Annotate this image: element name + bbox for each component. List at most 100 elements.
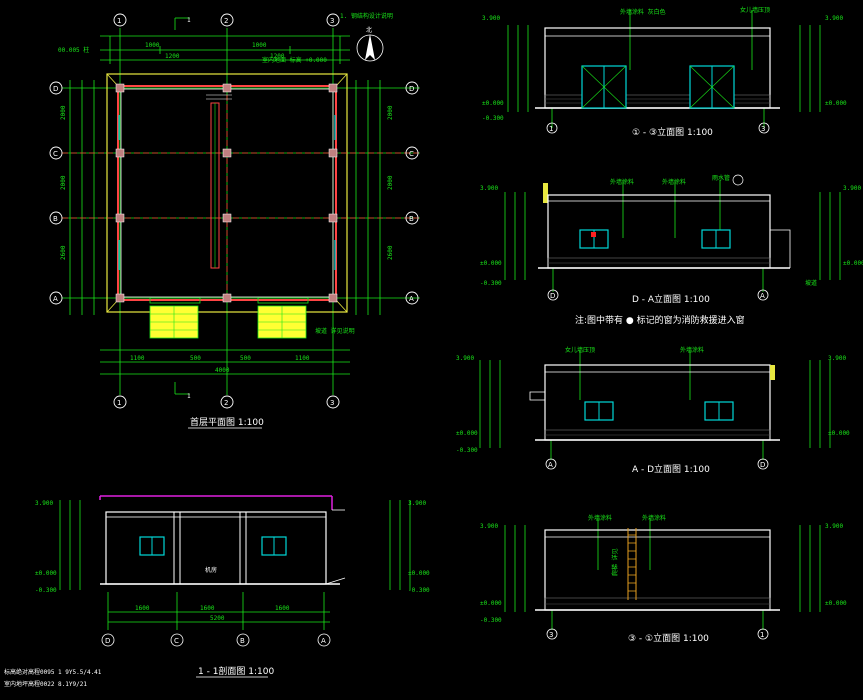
svg-text:1000: 1000 — [145, 42, 160, 49]
svg-text:3.900: 3.900 — [480, 523, 498, 530]
plan-axis-top-1: 1 — [117, 17, 121, 25]
svg-text:坡道: 坡道 — [805, 279, 817, 287]
svg-text:室内地面 标高 +0.000: 室内地面 标高 +0.000 — [262, 56, 327, 64]
door-icon — [581, 65, 735, 109]
svg-text:1000: 1000 — [252, 42, 267, 49]
plan-axis-right-d: D — [409, 85, 414, 93]
elev1-axis-right: 3 — [761, 125, 765, 133]
svg-text:-0.300: -0.300 — [35, 587, 57, 594]
floor-plan: 1000 1000 1200 1200 1100 500 500 1100 40… — [49, 12, 420, 429]
section-title: 1 - 1剖面图 1:100 — [198, 665, 274, 677]
svg-text:-0.300: -0.300 — [456, 447, 478, 454]
elev2-axis-right: A — [760, 292, 765, 300]
svg-text:外墙涂料: 外墙涂料 — [610, 178, 634, 186]
svg-text:±0.000: ±0.000 — [480, 600, 502, 607]
svg-text:3.900: 3.900 — [843, 185, 861, 192]
svg-text:-0.300: -0.300 — [480, 617, 502, 624]
svg-text:2000: 2000 — [60, 105, 67, 120]
svg-text:2600: 2600 — [60, 245, 67, 260]
stair-icon — [149, 305, 307, 339]
plan-title: 首层平面图 1:100 — [190, 416, 264, 428]
svg-text:±0.000: ±0.000 — [456, 430, 478, 437]
elev4-title: ③ - ①立面图 1:100 — [628, 632, 709, 644]
plan-axis-left-a: A — [53, 295, 58, 303]
svg-text:爬梯 详见: 爬梯 详见 — [611, 548, 619, 576]
svg-text:1200: 1200 — [270, 53, 285, 60]
window-icon — [584, 401, 734, 421]
elev1-title: ① - ③立面图 1:100 — [632, 126, 713, 138]
ladder-icon — [627, 528, 637, 600]
svg-text:500: 500 — [240, 355, 251, 362]
window-icon — [579, 229, 731, 249]
svg-text:3.900: 3.900 — [480, 185, 498, 192]
window-icon — [139, 536, 287, 556]
svg-text:外墙涂料: 外墙涂料 — [642, 514, 666, 522]
svg-text:±0.000: ±0.000 — [480, 260, 502, 267]
svg-text:±0.000: ±0.000 — [408, 570, 430, 577]
section-room-label: 机房 — [205, 566, 217, 574]
svg-text:±0.000: ±0.000 — [825, 600, 847, 607]
svg-text:2600: 2600 — [387, 245, 394, 260]
svg-text:±0.000: ±0.000 — [843, 260, 863, 267]
elevation-d-a: 外墙涂料 外墙涂料 雨水管 3.900 ±0.000 -0.300 3.900 … — [480, 174, 863, 326]
elev3-title: A - D立面图 1:100 — [632, 463, 710, 475]
svg-text:-0.300: -0.300 — [482, 115, 504, 122]
elevation-1-3: 外墙涂料 灰白色 女儿墙压顶 3.900 ±0.000 -0.300 3.900… — [482, 6, 847, 138]
plan-windows — [118, 115, 336, 270]
plan-axis-left-c: C — [53, 150, 58, 158]
section-axis-a: A — [321, 637, 326, 645]
plan-columns — [115, 83, 338, 303]
elevation-a-d: 女儿墙压顶 外墙涂料 3.900 ±0.000 -0.300 3.900 ±0.… — [456, 346, 850, 475]
plan-parapet-outline — [106, 73, 348, 313]
svg-text:女儿墙压顶: 女儿墙压顶 — [565, 346, 595, 354]
svg-text:雨水管: 雨水管 — [712, 174, 730, 182]
svg-text:-0.300: -0.300 — [480, 280, 502, 287]
north-arrow-icon — [356, 34, 384, 62]
svg-text:3.900: 3.900 — [408, 500, 426, 507]
plan-axis-right-b: B — [409, 215, 414, 223]
svg-text:1. 钢结构设计说明: 1. 钢结构设计说明 — [340, 12, 393, 20]
section-axis-d: D — [105, 637, 110, 645]
plan-axis-bottom-1: 1 — [117, 399, 121, 407]
svg-text:3.900: 3.900 — [482, 15, 500, 22]
plan-axis-top-2: 2 — [224, 17, 228, 25]
section-1-1: 1600 1600 1600 5200 3.900 ±0.000 -0.300 … — [35, 495, 430, 678]
axis-bubble-icon — [49, 13, 419, 409]
plan-axis-top-3: 3 — [330, 17, 334, 25]
svg-text:1600: 1600 — [200, 605, 215, 612]
svg-text:1100: 1100 — [130, 355, 145, 362]
svg-text:5200: 5200 — [210, 615, 225, 622]
section-axis-b: B — [240, 637, 245, 645]
svg-text:2000: 2000 — [387, 105, 394, 120]
elevation-3-1: 外墙涂料 外墙涂料 3.900 ±0.000 -0.300 3.900 ±0.0… — [480, 514, 847, 644]
svg-text:外墙涂料: 外墙涂料 — [588, 514, 612, 522]
elev2-axis-left: D — [550, 292, 555, 300]
svg-text:1100: 1100 — [295, 355, 310, 362]
elevation-stamp-1: 标高绝对高程0095 1 9Y5.5/4.41 — [4, 668, 102, 676]
svg-text:4000: 4000 — [215, 367, 230, 374]
svg-text:坡道 详见说明: 坡道 详见说明 — [315, 327, 355, 335]
svg-text:±0.000: ±0.000 — [482, 100, 504, 107]
plan-axis-right-c: C — [409, 150, 414, 158]
plan-axis-left-d: D — [53, 85, 58, 93]
svg-text:女儿墙压顶: 女儿墙压顶 — [740, 6, 770, 14]
svg-text:3.900: 3.900 — [35, 500, 53, 507]
svg-text:3.900: 3.900 — [825, 15, 843, 22]
door-icon — [149, 297, 309, 304]
elevation-stamp-2: 室内地坪高程0022 8.1Y9/21 — [4, 680, 87, 688]
elev1-axis-left: 1 — [549, 125, 553, 133]
svg-text:2000: 2000 — [60, 175, 67, 190]
rescue-window-note: 注:图中带有 ● 标记的窗为消防救援进入窗 — [575, 314, 745, 326]
svg-text:3.900: 3.900 — [456, 355, 474, 362]
svg-text:3.900: 3.900 — [825, 523, 843, 530]
north-label: 北 — [366, 26, 372, 34]
svg-text:±0.000: ±0.000 — [825, 100, 847, 107]
plan-axis-bottom-2: 2 — [224, 399, 228, 407]
svg-text:1200: 1200 — [165, 53, 180, 60]
section-mark-top: 1 — [187, 17, 191, 24]
svg-text:1600: 1600 — [275, 605, 290, 612]
svg-text:00.005 柱: 00.005 柱 — [58, 46, 89, 54]
elev3-axis-left: A — [548, 461, 553, 469]
svg-text:2000: 2000 — [387, 175, 394, 190]
